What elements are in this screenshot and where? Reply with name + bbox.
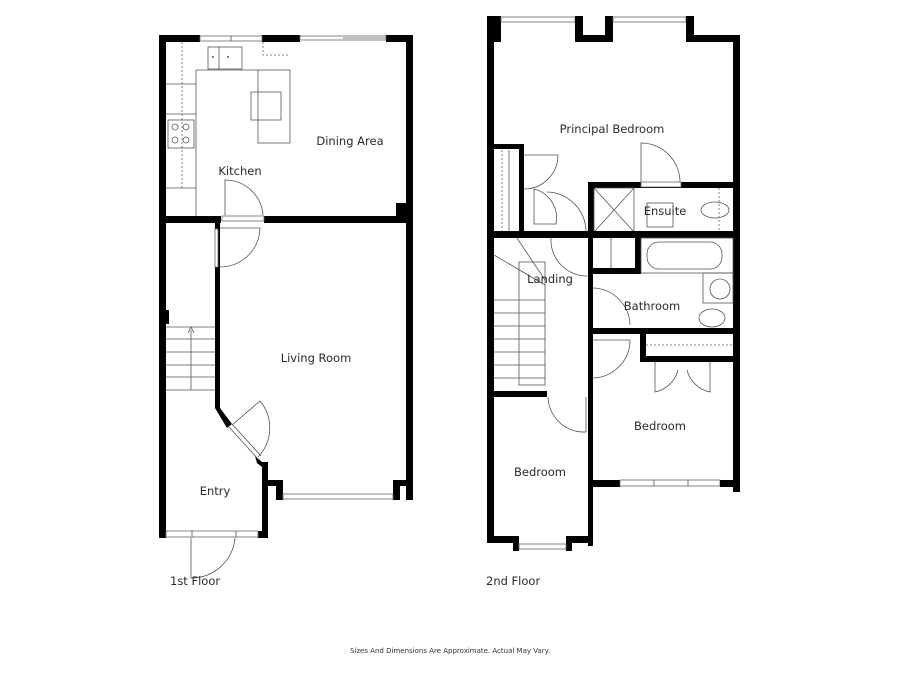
floor-label-second: 2nd Floor: [486, 574, 541, 588]
room-label-bathroom: Bathroom: [623, 299, 681, 313]
room-label-landing: Landing: [527, 272, 573, 286]
room-label-bedroom-left: Bedroom: [513, 465, 567, 479]
disclaimer-footer: Sizes And Dimensions Are Approximate. Ac…: [349, 647, 551, 655]
room-label-ensuite: Ensuite: [643, 204, 687, 218]
room-label-kitchen: Kitchen: [218, 164, 262, 178]
room-label-bedroom-right: Bedroom: [633, 419, 687, 433]
second-floor-plan: [487, 16, 740, 551]
room-label-principal-bedroom: Principal Bedroom: [559, 122, 665, 136]
room-label-entry: Entry: [199, 484, 231, 498]
room-label-living-room: Living Room: [280, 351, 352, 365]
first-floor-plan: [159, 35, 413, 579]
room-label-dining-area: Dining Area: [316, 134, 384, 148]
floor-label-first: 1st Floor: [170, 574, 221, 588]
